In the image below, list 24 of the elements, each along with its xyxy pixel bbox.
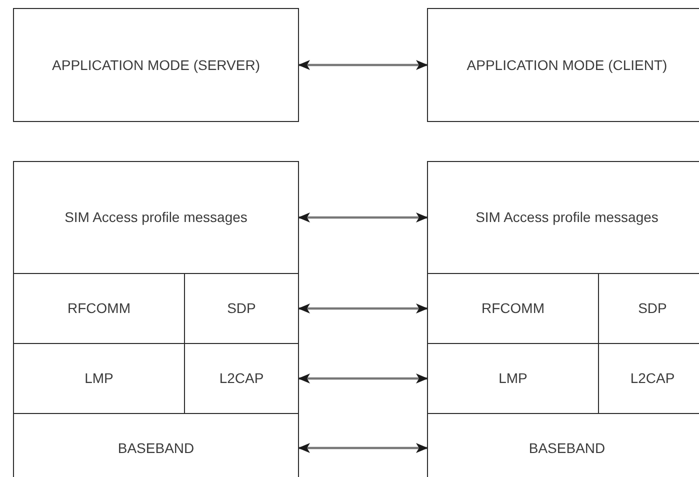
double-arrow bbox=[298, 443, 428, 453]
double-arrow bbox=[298, 60, 428, 70]
layer-box bbox=[427, 161, 699, 274]
layer-label: RFCOMM bbox=[66, 299, 132, 318]
layer-label: LMP bbox=[84, 369, 114, 388]
layer-box bbox=[13, 161, 299, 274]
layer-label: SIM Access profile messages bbox=[474, 208, 660, 227]
layer-label: LMP bbox=[498, 369, 528, 388]
double-arrow bbox=[298, 212, 428, 222]
layer-label: SIM Access profile messages bbox=[64, 208, 248, 227]
layer-label: RFCOMM bbox=[480, 299, 546, 318]
layer-label: APPLICATION MODE (SERVER) bbox=[51, 56, 261, 74]
layer-label: APPLICATION MODE (CLIENT) bbox=[466, 56, 668, 74]
layer-box bbox=[13, 413, 299, 477]
layer-label: L2CAP bbox=[629, 369, 676, 388]
layer-box bbox=[427, 8, 699, 122]
layer-label: BASEBAND bbox=[116, 438, 196, 458]
layer-label: SDP bbox=[637, 299, 668, 318]
layer-box bbox=[13, 8, 299, 122]
layer-label: L2CAP bbox=[218, 369, 265, 388]
double-arrow bbox=[298, 304, 428, 314]
layer-label: SDP bbox=[226, 299, 257, 318]
layer-label: BASEBAND bbox=[528, 438, 606, 458]
double-arrow bbox=[298, 374, 428, 384]
